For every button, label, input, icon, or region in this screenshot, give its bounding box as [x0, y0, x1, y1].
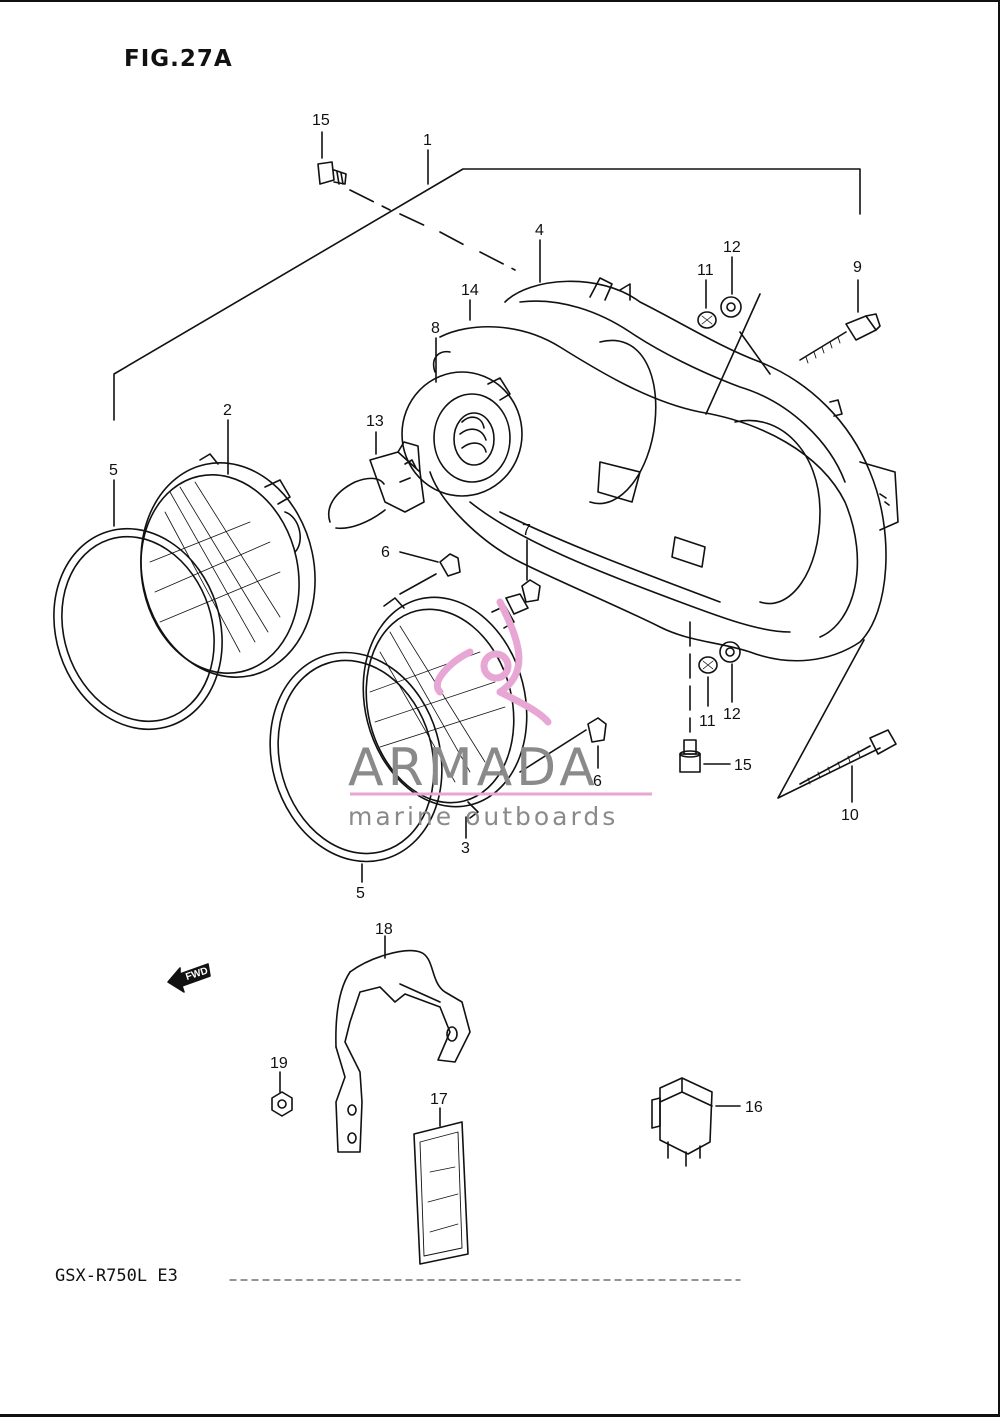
callout-12-bottom: 12	[723, 706, 741, 723]
nut-19	[271, 1091, 293, 1117]
headlight-unit-left	[140, 453, 316, 678]
pointer-lines-bottom	[777, 639, 881, 799]
relay-unit	[651, 1077, 713, 1167]
callout-11-bottom: 11	[699, 713, 716, 730]
callout-5-left: 5	[109, 462, 118, 479]
axis-line-6-bottom	[519, 729, 587, 773]
leader-6-top	[399, 551, 439, 563]
rim-ring-right	[269, 651, 443, 863]
callout-5-right: 5	[356, 885, 365, 902]
callout-6-top: 6	[381, 544, 390, 561]
assembly-bracket-line	[113, 168, 861, 421]
washer-top	[697, 296, 742, 329]
callout-15-bottom: 15	[734, 757, 752, 774]
screw-9	[799, 313, 881, 364]
callout-8: 8	[431, 320, 440, 337]
screw-10	[799, 729, 897, 785]
callout-17: 17	[430, 1091, 448, 1108]
rim-ring-left	[53, 527, 223, 731]
callout-4: 4	[535, 222, 544, 239]
mounting-bracket	[335, 949, 471, 1153]
washer-bottom	[698, 641, 741, 674]
watermark-logo-icon	[433, 598, 552, 726]
callout-1: 1	[423, 132, 432, 149]
nut	[505, 579, 541, 615]
callout-3: 3	[461, 840, 470, 857]
callout-18: 18	[375, 921, 393, 938]
callout-14: 14	[461, 282, 479, 299]
callout-9: 9	[853, 259, 862, 276]
watermark-tagline: marine outboards	[348, 802, 618, 831]
axis-line-top	[349, 189, 516, 271]
axis-line-6	[399, 573, 437, 595]
headlight-unit-right	[362, 596, 528, 819]
callout-12-top: 12	[723, 239, 741, 256]
callout-13: 13	[366, 413, 384, 430]
screw-top	[317, 161, 347, 185]
headlight-housing	[429, 277, 899, 662]
model-code: GSX-R750L E3	[55, 1266, 178, 1286]
callout-2: 2	[223, 402, 232, 419]
pointer-lines-top	[705, 293, 771, 415]
callout-15-top: 15	[312, 112, 330, 129]
clip-bottom	[587, 717, 607, 743]
callout-6-bottom: 6	[593, 773, 602, 790]
figure-title: FIG.27A	[124, 46, 233, 72]
callout-labels: 15 1 4 14 8 11 12 9 2 13 5 6 7 11 12 15 …	[109, 112, 862, 1116]
callout-19: 19	[270, 1055, 288, 1072]
bulb-socket	[401, 350, 523, 497]
headlight-bulb	[328, 441, 425, 530]
callout-10: 10	[841, 807, 859, 824]
callout-7: 7	[522, 522, 531, 539]
screw-bottom	[679, 739, 701, 773]
fwd-arrow	[167, 963, 211, 993]
reflector	[413, 1121, 469, 1265]
callout-16: 16	[745, 1099, 763, 1116]
watermark-name: ARMADA	[348, 738, 599, 798]
clip-top	[439, 553, 461, 577]
callout-11-top: 11	[697, 262, 714, 279]
watermark: ARMADA marine outboards	[348, 598, 652, 831]
